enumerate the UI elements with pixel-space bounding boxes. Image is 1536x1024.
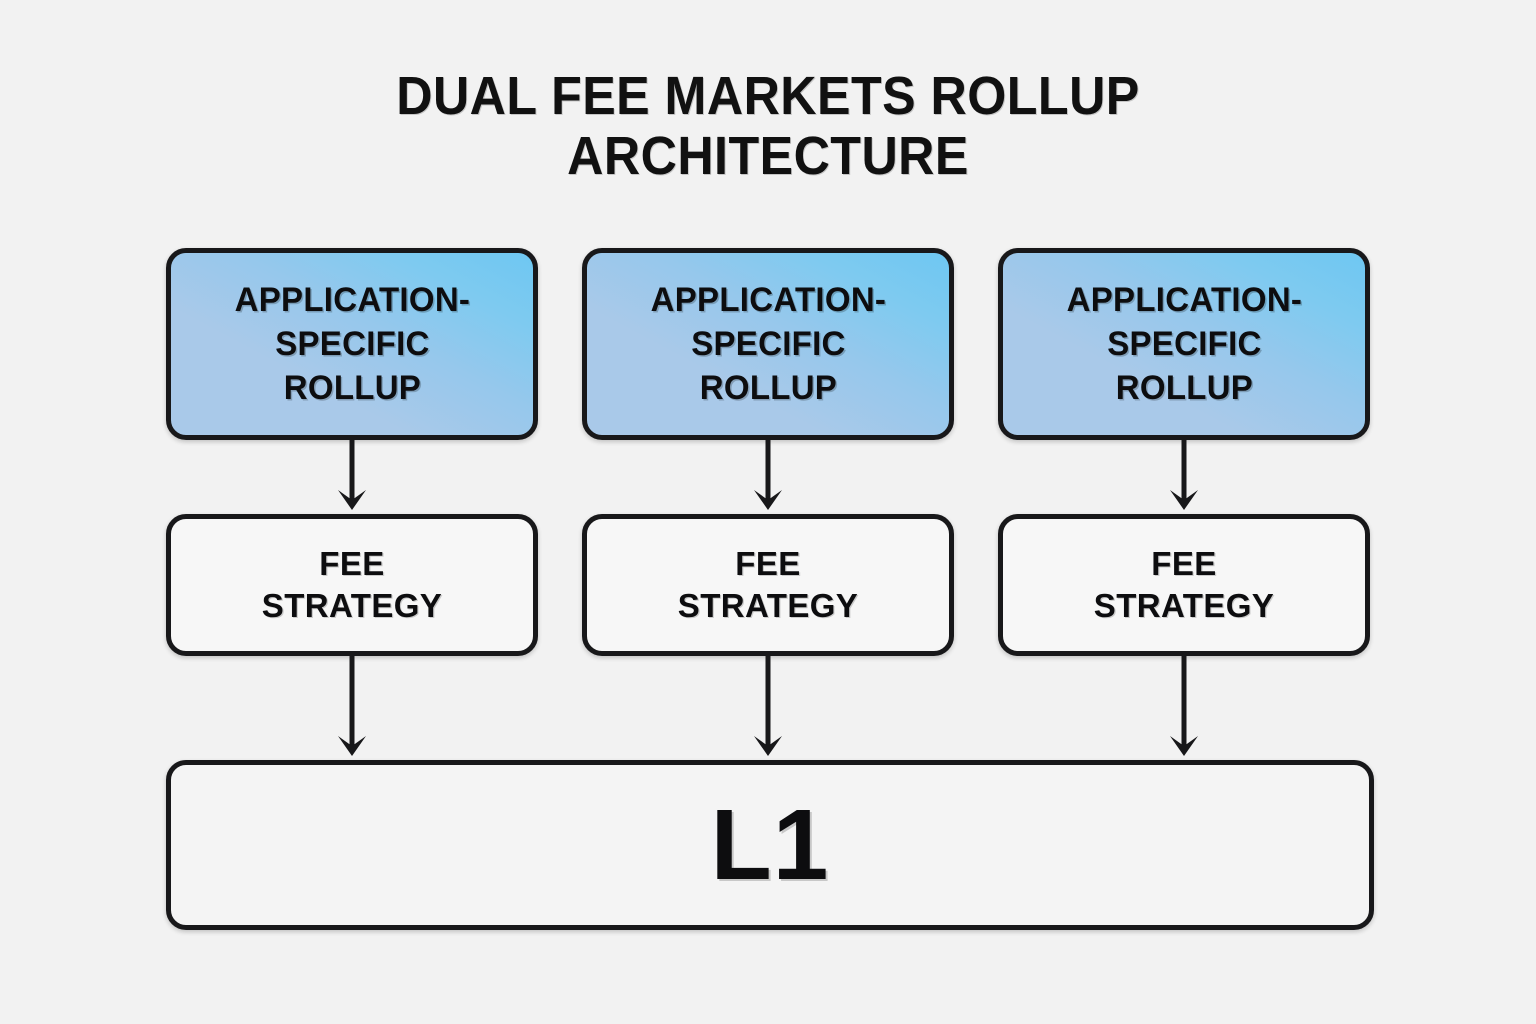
down-arrow-icon-rollup-to-strategy-2 [748, 440, 788, 518]
application-specific-rollup-box-2[interactable]: Application- Specific Rollup [582, 248, 954, 440]
page-title: Dual Fee Markets Rollup Architecture [396, 66, 1140, 187]
down-arrow-icon-strategy-to-l1-1 [332, 656, 372, 764]
fee-strategy-label-2: Fee Strategy [677, 544, 859, 624]
down-arrow-icon-strategy-to-l1-3 [1164, 656, 1204, 764]
down-arrow-icon-rollup-to-strategy-3 [1164, 440, 1204, 518]
fee-strategy-label-3: Fee Strategy [1093, 544, 1275, 624]
fee-strategy-box-1[interactable]: Fee Strategy [166, 514, 538, 656]
l1-base-layer-box[interactable]: L1 [166, 760, 1374, 930]
application-specific-rollup-box-3[interactable]: Application- Specific Rollup [998, 248, 1370, 440]
application-specific-rollup-box-1[interactable]: Application- Specific Rollup [166, 248, 538, 440]
l1-label: L1 [710, 789, 830, 901]
down-arrow-icon-rollup-to-strategy-1 [332, 440, 372, 518]
rollup-label-2: Application- Specific Rollup [650, 280, 886, 408]
rollup-label-3: Application- Specific Rollup [1066, 280, 1302, 408]
fee-strategy-box-2[interactable]: Fee Strategy [582, 514, 954, 656]
fee-strategy-label-1: Fee Strategy [261, 544, 443, 624]
fee-strategy-box-3[interactable]: Fee Strategy [998, 514, 1370, 656]
rollup-label-1: Application- Specific Rollup [234, 280, 470, 408]
down-arrow-icon-strategy-to-l1-2 [748, 656, 788, 764]
